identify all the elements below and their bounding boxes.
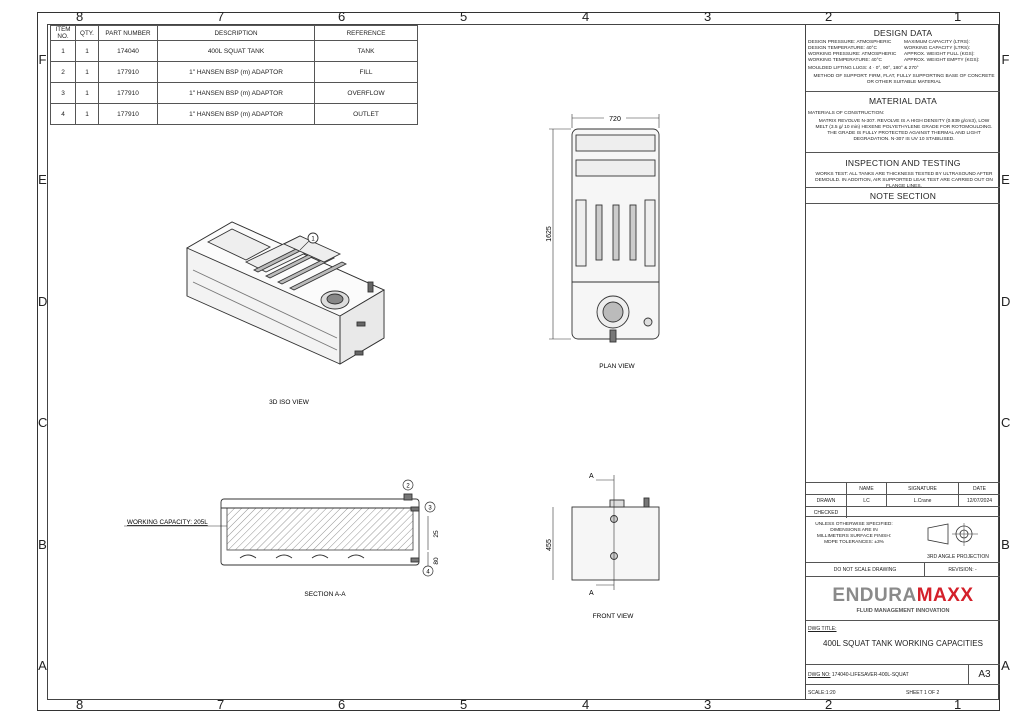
zone-row-b-left: B (38, 537, 47, 552)
material-data-title: MATERIAL DATA (869, 96, 937, 106)
section-aa-tank (220, 493, 420, 566)
zone-col-5-top: 5 (460, 9, 468, 24)
zone-col-7-bottom: 7 (217, 697, 225, 712)
zone-col-4-bottom: 4 (582, 697, 590, 712)
drawing-views-canvas: 1 720 1625 (124, 113, 660, 620)
zone-col-7-top: 7 (217, 9, 225, 24)
label-section-aa: SECTION A-A (304, 591, 346, 598)
zone-row-e-right: E (1001, 172, 1010, 187)
balloon-3: 3 (428, 506, 432, 512)
sheet-label: SHEET 1 OF 2 (906, 690, 940, 696)
dim-455: 455 (546, 539, 553, 551)
iso-view-tank (186, 221, 385, 365)
projection-label: 3RD ANGLE PROJECTION (927, 554, 989, 560)
zone-row-e-left: E (38, 172, 47, 187)
working-capacity-note: WORKING CAPACITY: 205L (127, 519, 208, 526)
balloon-2: 2 (406, 484, 410, 490)
dwg-no: 174040-LIFESAVER-400L-SQUAT (831, 672, 909, 678)
zone-col-3-top: 3 (704, 9, 712, 24)
balloon-4: 4 (426, 570, 430, 576)
signoff-header-name: NAME (846, 483, 886, 494)
signoff-header-date: DATE (958, 483, 1000, 494)
dwg-title-label: DWG TITLE: (808, 626, 837, 632)
note-section-title: NOTE SECTION (869, 191, 937, 201)
support-note: METHOD OF SUPPORT: FIRM, FLAT, FULLY SUP… (813, 74, 995, 85)
bill-of-materials-table: ITEM NO. QTY. PART NUMBER DESCRIPTION RE… (50, 25, 418, 125)
drawn-label: DRAWN (816, 498, 836, 504)
material-text: MATRIX REVOLVE N-307. REVOLVE IS A HIGH … (815, 119, 993, 142)
logo-tagline: FLUID MANAGEMENT INNOVATION (856, 608, 950, 614)
front-section-line (552, 475, 615, 590)
company-logo: ENDURAMAXX FLUID MANAGEMENT INNOVATION (806, 576, 1000, 620)
revision: REVISION: - (924, 563, 1000, 577)
drawn-signature: L.Crane (886, 495, 958, 507)
design-data-title: DESIGN DATA (873, 28, 933, 38)
dim-80: 80 (433, 557, 440, 565)
zone-row-d-right: D (1001, 294, 1011, 309)
design-data-right: MAXIMUM CAPACITY (LTRS): WORKING CAPACIT… (904, 40, 980, 63)
zone-col-3-bottom: 3 (704, 697, 712, 712)
section-marker-top: A (589, 473, 594, 480)
sheet-size: A3 (968, 665, 1000, 685)
plan-view-tank (571, 128, 660, 343)
zone-col-1-top: 1 (954, 9, 962, 24)
zone-col-4-top: 4 (582, 9, 590, 24)
bom-cell: 1 (75, 103, 99, 125)
bom-cell: 1" HANSEN BSP (m) ADAPTOR (157, 103, 315, 125)
zone-col-6-top: 6 (338, 9, 346, 24)
logo-endura: ENDURA (832, 585, 917, 606)
zone-row-a-right: A (1001, 658, 1010, 673)
dim-1625: 1625 (546, 226, 553, 242)
label-front-view: FRONT VIEW (593, 613, 635, 620)
zone-col-6-bottom: 6 (338, 697, 346, 712)
drawn-date: 12/07/2024 (958, 495, 1000, 507)
logo-maxx: MAXX (916, 585, 974, 606)
scale-label: SCALE:1:20 (808, 690, 836, 696)
dim-720: 720 (609, 116, 621, 123)
zone-col-5-bottom: 5 (460, 697, 468, 712)
balloon-1-iso: 1 (311, 237, 315, 243)
bom-cell: OUTLET (314, 103, 418, 125)
section-marker-bottom: A (589, 590, 594, 597)
do-not-scale: DO NOT SCALE DRAWING (833, 567, 897, 573)
signoff-grid: NAME SIGNATURE DATE DRAWN LC L.Crane 12/… (806, 482, 1000, 518)
third-angle-projection-icon (927, 523, 978, 546)
dim-25: 25 (433, 530, 440, 538)
dwg-no-label: DWG NO: (808, 672, 831, 678)
drawn-name: LC (846, 495, 886, 507)
zone-row-c-left: C (38, 415, 48, 430)
zone-row-f-right: F (1001, 52, 1010, 67)
zone-col-1-bottom: 1 (954, 697, 962, 712)
tolerances-note: UNLESS OTHERWISE SPECIFIED: DIMENSIONS A… (815, 522, 893, 545)
drawing-outer-border (37, 12, 1000, 711)
zone-col-8-bottom: 8 (76, 697, 84, 712)
checked-label: CHECKED (813, 510, 839, 516)
zone-col-8-top: 8 (76, 9, 84, 24)
zone-row-a-left: A (38, 658, 47, 673)
label-iso-view: 3D ISO VIEW (269, 399, 310, 406)
label-plan-view: PLAN VIEW (599, 363, 635, 370)
drawing-inner-border (47, 24, 999, 700)
zone-col-2-top: 2 (825, 9, 833, 24)
zone-row-c-right: C (1001, 415, 1011, 430)
front-view-tank (571, 497, 660, 581)
inspection-text: WORKS TEST: ALL TANKS ARE THICKNESS TEST… (815, 172, 993, 189)
zone-row-d-left: D (38, 294, 48, 309)
zone-col-2-bottom: 2 (825, 697, 833, 712)
design-data-left: DESIGN PRESSURE: ATMOSPHERIC DESIGN TEMP… (808, 40, 897, 63)
lifting-lugs-note: MOULDED LIFTING LUGS: 4 · 0°, 90°, 180° … (808, 66, 919, 71)
title-block: DESIGN DATA DESIGN PRESSURE: ATMOSPHERIC… (805, 24, 1000, 700)
zone-row-f-left: F (38, 52, 47, 67)
zone-row-b-right: B (1001, 537, 1010, 552)
inspection-title: INSPECTION AND TESTING (845, 158, 961, 168)
signoff-header-signature: SIGNATURE (886, 483, 958, 494)
material-label: MATERIALS OF CONSTRUCTION: (808, 111, 885, 116)
dwg-title: 400L SQUAT TANK WORKING CAPACITIES (823, 639, 983, 648)
